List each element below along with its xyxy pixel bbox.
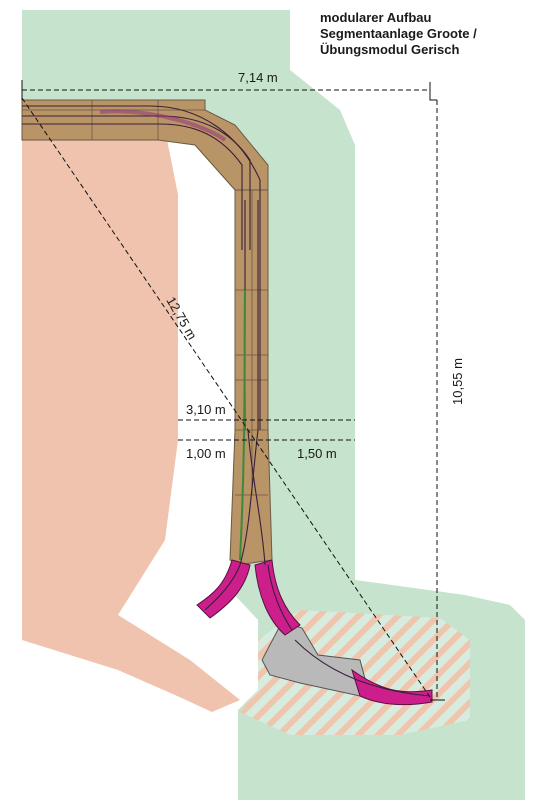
track-rail (267, 564, 293, 631)
dimension-label-mid-left: 1,00 m (186, 446, 226, 461)
track-rail (204, 564, 241, 611)
track-module-left-branch (196, 559, 251, 619)
dimension-line-diagonal (21, 97, 433, 701)
track-module-right-branch (254, 559, 301, 636)
dimension-label-right: 10,55 m (450, 358, 465, 405)
room-area-green (22, 10, 525, 800)
track-bed (99, 109, 227, 142)
track-rail (239, 429, 259, 566)
track-rail (22, 123, 243, 250)
dimension-label-mid-right: 1,50 m (297, 446, 337, 461)
track-rail (294, 639, 431, 697)
track-rail (22, 105, 261, 430)
dimension-tick (429, 82, 437, 101)
dimension-label-mid-upper: 3,10 m (186, 402, 226, 417)
title-line-2: Segmentaanlage Groote / (320, 26, 477, 41)
track-rail (247, 429, 266, 566)
track-green (239, 289, 246, 561)
track-module-end (351, 668, 433, 706)
room-area-salmon-upper (22, 130, 178, 195)
dimension-label-top: 7,14 m (238, 70, 278, 85)
module-vertical (229, 189, 273, 566)
title-line-1: modularer Aufbau (320, 10, 432, 25)
room-area-salmon (22, 130, 240, 712)
title-line-3: Übungsmodul Gerisch (320, 42, 459, 57)
